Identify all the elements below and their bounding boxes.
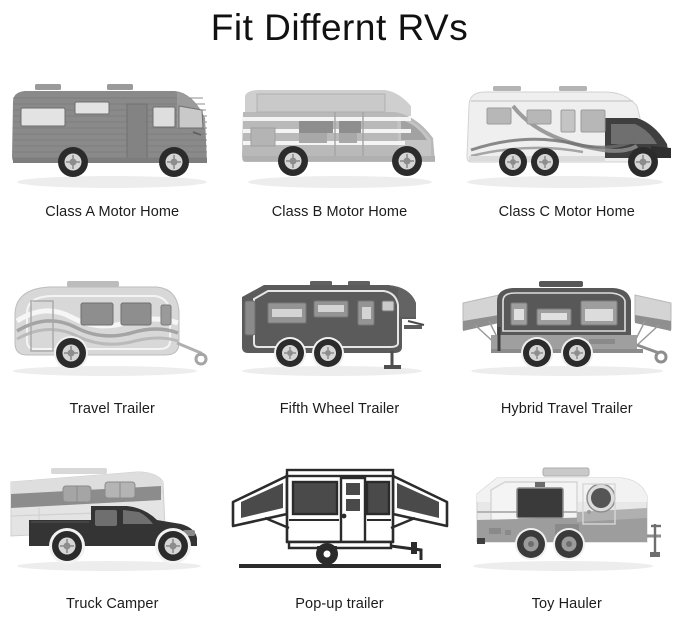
class-c-motor-home-illustration bbox=[455, 56, 679, 206]
rv-card-label: Class B Motor Home bbox=[271, 204, 408, 220]
rv-card-label: Toy Hauler bbox=[531, 596, 602, 612]
page-title: Fit Differnt RVs bbox=[210, 7, 469, 48]
rv-card-label: Class A Motor Home bbox=[45, 204, 180, 220]
rv-card-class-b-motor-home[interactable]: Class B Motor Home bbox=[225, 56, 455, 249]
rv-type-grid: Class A Motor Home bbox=[0, 56, 679, 635]
class-a-motor-home-illustration bbox=[0, 56, 225, 206]
rv-card-label: Pop-up trailer bbox=[295, 596, 384, 612]
rv-card-pop-up-trailer[interactable]: Pop-up trailer bbox=[225, 442, 455, 635]
rv-card-label: Hybrid Travel Trailer bbox=[500, 401, 633, 417]
truck-camper-illustration bbox=[0, 442, 225, 592]
rv-card-label: Class C Motor Home bbox=[498, 204, 635, 220]
fifth-wheel-trailer-illustration bbox=[225, 249, 455, 399]
rv-card-fifth-wheel-trailer[interactable]: Fifth Wheel Trailer bbox=[225, 249, 455, 442]
rv-card-label: Travel Trailer bbox=[69, 401, 155, 417]
rv-card-truck-camper[interactable]: Truck Camper bbox=[0, 442, 225, 635]
toy-hauler-illustration bbox=[455, 442, 679, 592]
rv-card-hybrid-travel-trailer[interactable]: Hybrid Travel Trailer bbox=[455, 249, 679, 442]
pop-up-trailer-illustration bbox=[225, 442, 455, 592]
rv-card-label: Fifth Wheel Trailer bbox=[279, 401, 400, 417]
rv-card-label: Truck Camper bbox=[65, 596, 159, 612]
travel-trailer-illustration bbox=[0, 249, 225, 399]
hybrid-travel-trailer-illustration bbox=[455, 249, 679, 399]
rv-card-class-c-motor-home[interactable]: Class C Motor Home bbox=[455, 56, 679, 249]
class-b-motor-home-illustration bbox=[225, 56, 455, 206]
rv-card-travel-trailer[interactable]: Travel Trailer bbox=[0, 249, 225, 442]
rv-card-class-a-motor-home[interactable]: Class A Motor Home bbox=[0, 56, 225, 249]
rv-card-toy-hauler[interactable]: Toy Hauler bbox=[455, 442, 679, 635]
